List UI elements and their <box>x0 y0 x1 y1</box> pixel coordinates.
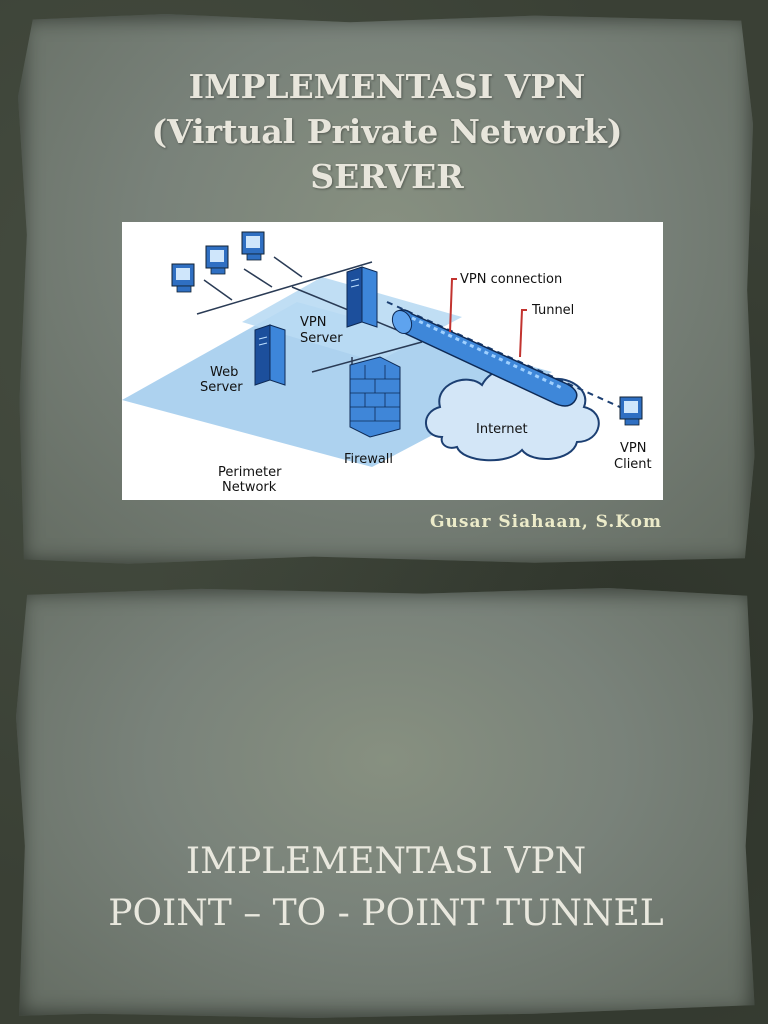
workstation-icon <box>205 245 229 275</box>
slide-2-title-line: IMPLEMENTASI VPN <box>185 841 587 882</box>
label-vpn-server-2: Server <box>300 331 343 346</box>
label-internet: Internet <box>476 422 528 437</box>
label-web-server-1: Web <box>210 365 238 380</box>
label-perimeter-2: Network <box>222 480 277 495</box>
workstation-icon <box>171 263 195 293</box>
label-vpn-connection: VPN connection <box>460 272 562 287</box>
label-vpn-client-2: Client <box>614 457 652 472</box>
label-perimeter-1: Perimeter <box>218 465 282 480</box>
slide-2-title: IMPLEMENTASI VPN POINT – TO - POINT TUNN… <box>16 836 756 940</box>
firewall-icon <box>349 356 401 438</box>
slide-2-content: IMPLEMENTASI VPN POINT – TO - POINT TUNN… <box>16 588 756 1018</box>
slide-2-title-line: POINT – TO - POINT TUNNEL <box>108 893 664 934</box>
slide-1-title: IMPLEMENTASI VPN (Virtual Private Networ… <box>18 64 756 199</box>
slide-1-title-line: SERVER <box>310 157 464 196</box>
label-web-server-2: Server <box>200 380 243 395</box>
slide-2[interactable] <box>16 588 755 1018</box>
label-tunnel: Tunnel <box>531 303 574 318</box>
author-name: Gusar Siahaan, S.Kom <box>430 512 662 532</box>
slide-1-content: IMPLEMENTASI VPN (Virtual Private Networ… <box>18 14 756 566</box>
vpn-client-icon <box>619 396 643 426</box>
vpn-tunnel-icon <box>386 301 643 418</box>
callout-lines <box>449 278 527 358</box>
vpn-server-icon <box>346 266 378 328</box>
workstation-icon <box>241 231 265 261</box>
label-vpn-server-1: VPN <box>300 315 326 330</box>
vpn-diagram-svg: VPN connection Tunnel VPN Server Web Ser… <box>122 231 652 495</box>
vpn-diagram: VPN connection Tunnel VPN Server Web Ser… <box>122 222 663 500</box>
slide-1-title-line: IMPLEMENTASI VPN <box>188 67 586 106</box>
label-vpn-client-1: VPN <box>620 441 646 456</box>
web-server-icon <box>254 324 286 386</box>
label-firewall: Firewall <box>344 452 393 467</box>
slide-1-title-line: (Virtual Private Network) <box>151 112 623 151</box>
